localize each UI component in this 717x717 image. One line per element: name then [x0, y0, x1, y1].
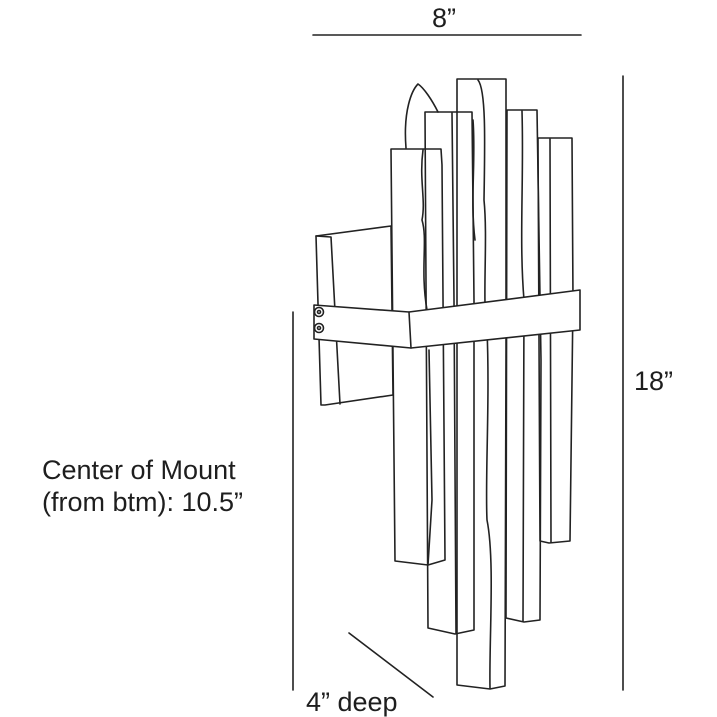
bar-5 [537, 137, 574, 544]
bar-3 [456, 78, 507, 690]
mount-label-line2: (from btm): 10.5” [42, 487, 244, 517]
cross-bracket [313, 289, 581, 349]
bar-4 [505, 109, 542, 623]
width-label: 8” [432, 3, 457, 33]
height-label: 18” [634, 366, 674, 396]
bar-2 [424, 111, 476, 635]
mount-label-line1: Center of Mount [42, 455, 236, 485]
depth-label: 4” deep [306, 687, 398, 717]
depth-dimension-line [348, 632, 434, 698]
wall-plate [315, 225, 394, 406]
bar-1 [390, 148, 446, 566]
candle-flame [404, 83, 439, 149]
mount-center-label: Center of Mount (from btm): 10.5” [42, 454, 243, 518]
